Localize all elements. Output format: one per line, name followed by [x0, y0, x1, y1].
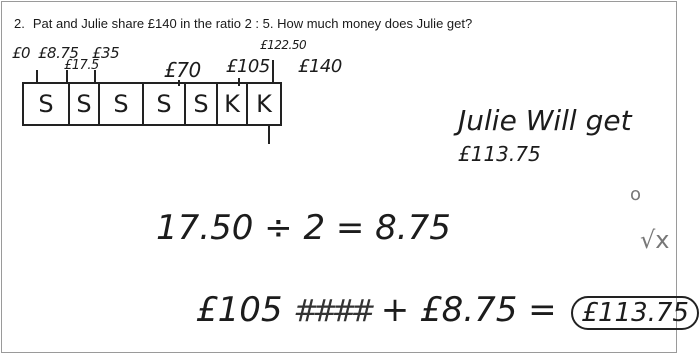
- crossed-out-scribble: ####: [293, 294, 376, 329]
- working-division: 17.50 ÷ 2 = 8.75: [156, 208, 451, 248]
- tick-label: £0: [12, 44, 31, 62]
- tick-mark: [66, 70, 68, 84]
- marking-circle: o: [630, 184, 642, 205]
- bar-cell-k: K: [256, 90, 272, 118]
- tick-label: £122.50: [260, 38, 307, 52]
- bar-cell-s: S: [100, 84, 144, 124]
- tick-label: £140: [298, 56, 342, 77]
- bar-cell-s: S: [70, 84, 100, 124]
- tick-label: £17.5: [64, 58, 99, 73]
- bar-cell-s: S: [24, 84, 70, 124]
- working-addition: £105 #### + £8.75 = £113.75: [196, 290, 699, 330]
- answer-line-2: £113.75: [458, 142, 541, 166]
- ratio-bar-model: S S S S S K K: [22, 82, 282, 126]
- tick-mark: [268, 124, 270, 144]
- answer-line-1: Julie Will get: [458, 104, 632, 137]
- marking-tick: √x: [640, 226, 670, 254]
- tick-label: £105: [226, 56, 270, 77]
- tick-label: £8.75: [38, 44, 79, 62]
- tick-mark: [36, 70, 38, 84]
- worksheet-frame: [1, 1, 677, 353]
- bar-cell-s: S: [186, 84, 218, 124]
- working-addition-middle: + £8.75 =: [380, 290, 557, 330]
- question-line: 2. Pat and Julie share £140 in the ratio …: [14, 16, 472, 31]
- circled-result: £113.75: [571, 296, 699, 330]
- tick-label: £35: [92, 44, 120, 62]
- question-text: Pat and Julie share £140 in the ratio 2 …: [32, 16, 473, 31]
- question-number: 2.: [14, 16, 25, 31]
- tick-mark: [94, 70, 96, 84]
- tick-label: £70: [164, 58, 201, 82]
- bar-cell-k: K: [218, 84, 248, 124]
- bar-cell-s: S: [144, 84, 186, 124]
- working-addition-left: £105: [196, 290, 283, 330]
- tick-mark: [272, 60, 274, 84]
